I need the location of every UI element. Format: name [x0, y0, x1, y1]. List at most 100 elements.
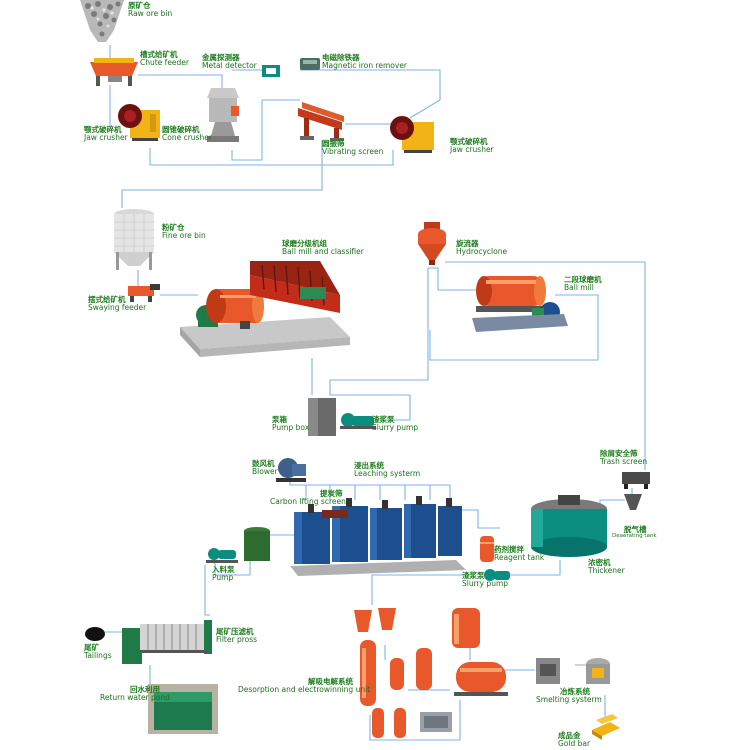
label-en: Desorption and electrowinning unit — [238, 684, 371, 694]
label-cn: 金属探测器 — [202, 53, 240, 62]
label-cn: 尾矿 — [84, 643, 99, 652]
flow-line — [455, 509, 500, 529]
cone-crusher-illustration — [207, 88, 239, 142]
label-carbon-screen: 提炭筛 Carbon lfting screen — [270, 490, 346, 506]
electrolytic-cell-illustration — [454, 662, 508, 696]
ball-mill-illustration — [472, 276, 568, 332]
label-cn: 颚式破碎机 — [450, 137, 488, 146]
label-deaerating-tank: 脱气槽 Deaerating tank — [612, 526, 657, 540]
label-gold-bar: 成品金 Gold bar — [558, 732, 590, 748]
label-cn: 提炭筛 — [320, 489, 343, 498]
label-cn: 颚式破碎机 — [84, 125, 122, 134]
flow-line — [371, 574, 470, 605]
chute-feeder-illustration — [90, 58, 138, 86]
label-en: Pump box — [272, 422, 310, 432]
label-en: Blower — [252, 466, 278, 476]
label-en: Raw ore bin — [128, 8, 173, 18]
label-cn: 除屑安全筛 — [600, 449, 638, 458]
vibrating-screen-illustration — [298, 102, 344, 141]
label-pump-box: 泵箱 Pump box — [272, 416, 309, 432]
label-cn: 回水利用 — [130, 685, 160, 694]
label-en: Jaw crusher — [450, 144, 494, 154]
label-cn: 电磁除铁器 — [322, 53, 360, 62]
label-fine-ore-bin: 粉矿仓 Fine ore bin — [162, 224, 206, 240]
label-filter-press: 尾矿压滤机 Filter pross — [216, 628, 257, 644]
thickener-illustration — [531, 495, 607, 557]
label-en: Cone crusher — [162, 132, 212, 142]
flow-line — [214, 555, 251, 576]
flow-line — [445, 261, 646, 470]
label-cn: 摆式给矿机 — [88, 295, 126, 304]
label-en: Deaerating tank — [612, 532, 657, 539]
label-en: Carbon lfting screen — [270, 496, 346, 506]
feed-tank-illustration — [244, 527, 270, 561]
flow-line — [300, 69, 441, 119]
metal-detector-illustration — [262, 65, 280, 77]
label-thickener: 浓密机 Thickener — [588, 559, 625, 575]
label-reagent-tank: 药剂搅拌 Reagent tank — [494, 546, 544, 562]
gold-bar-illustration — [592, 714, 620, 740]
label-jaw-crusher-2: 颚式破碎机 Jaw crusher — [450, 138, 494, 154]
label-cn: 二段球磨机 — [564, 275, 602, 284]
label-cn: 渣浆泵 — [372, 415, 395, 424]
return-water-pond-illustration — [148, 684, 218, 734]
label-en: Gold bar — [558, 738, 591, 748]
label-en: Jaw crusher — [84, 132, 128, 142]
slurry-pump-1-illustration — [340, 413, 376, 429]
label-cn: 脱气槽 — [624, 525, 647, 534]
label-en: Chute feeder — [140, 57, 190, 67]
flow-line — [231, 99, 300, 161]
label-feed-pump: 入料泵 Pump — [212, 566, 235, 582]
label-hydrocyclone: 旋流器 Hydrocyclone — [456, 240, 507, 256]
flow-line — [428, 267, 485, 291]
label-raw-ore-bin: 原矿仓 Raw ore bin — [128, 2, 172, 18]
flow-line — [329, 268, 429, 421]
label-cn: 解吸电解系统 — [308, 677, 353, 686]
label-en: Tailings — [84, 650, 112, 660]
swaying-feeder-illustration — [128, 284, 160, 302]
label-chute-feeder: 槽式给矿机 Chute feeder — [140, 51, 189, 67]
label-en: Slurry pump — [372, 422, 419, 432]
carbon-screen-illustration — [322, 510, 348, 518]
label-en: Swaying feeder — [88, 302, 147, 312]
deaerating-tank-illustration — [624, 494, 642, 510]
label-tailings: 尾矿 Tailings — [84, 644, 112, 660]
label-en: Filter pross — [216, 634, 258, 644]
label-cn: 冶炼系统 — [560, 687, 590, 696]
ball-mill-classifier-illustration — [180, 261, 350, 357]
flow-line — [138, 74, 223, 88]
label-cn: 粉矿仓 — [162, 223, 185, 232]
magnetic-iron-remover-illustration — [300, 58, 320, 70]
label-trash-screen: 除屑安全筛 Trash screen — [600, 450, 647, 466]
flow-line — [510, 560, 561, 576]
label-cn: 药剂搅拌 — [494, 545, 524, 554]
label-en: Smelting systerm — [536, 694, 602, 704]
label-smelting: 冶炼系统 Smelting systerm — [536, 688, 602, 704]
label-cn: 圆锥破碎机 — [162, 125, 200, 134]
hydrocyclone-illustration — [418, 222, 446, 265]
label-desorption: 解吸电解系统 Desorption and electrowinning uni… — [238, 678, 370, 694]
filter-press-illustration — [122, 620, 212, 664]
label-ball-mill: 二段球磨机 Ball mill — [564, 276, 602, 292]
label-magnetic-iron-remover: 电磁除铁器 Magnetic iron remover — [322, 54, 407, 70]
label-return-water: 回水利用 Return water pond — [100, 686, 170, 702]
flow-line — [204, 565, 210, 616]
label-cn: 原矿仓 — [128, 1, 151, 10]
label-cn: 圆振筛 — [322, 139, 345, 148]
trash-screen-illustration — [622, 472, 650, 489]
label-cn: 浓密机 — [588, 558, 611, 567]
flow-line — [305, 485, 431, 500]
label-en: Vibrating screen — [322, 146, 384, 156]
label-metal-detector: 金属探测器 Metal detector — [202, 54, 257, 70]
feed-pump-illustration — [206, 548, 238, 563]
label-en: Ball mill — [564, 282, 594, 292]
label-jaw-crusher-1: 颚式破碎机 Jaw crusher — [84, 126, 128, 142]
flow-line — [149, 148, 394, 166]
label-en: Hydrocyclone — [456, 246, 508, 256]
label-en: Leaching systerm — [354, 468, 421, 478]
label-en: Slurry pump — [462, 578, 509, 588]
label-cn: 渣浆泵 — [462, 571, 485, 580]
desorption-unit-illustration — [354, 608, 480, 738]
raw-ore-bin-illustration — [80, 0, 124, 42]
